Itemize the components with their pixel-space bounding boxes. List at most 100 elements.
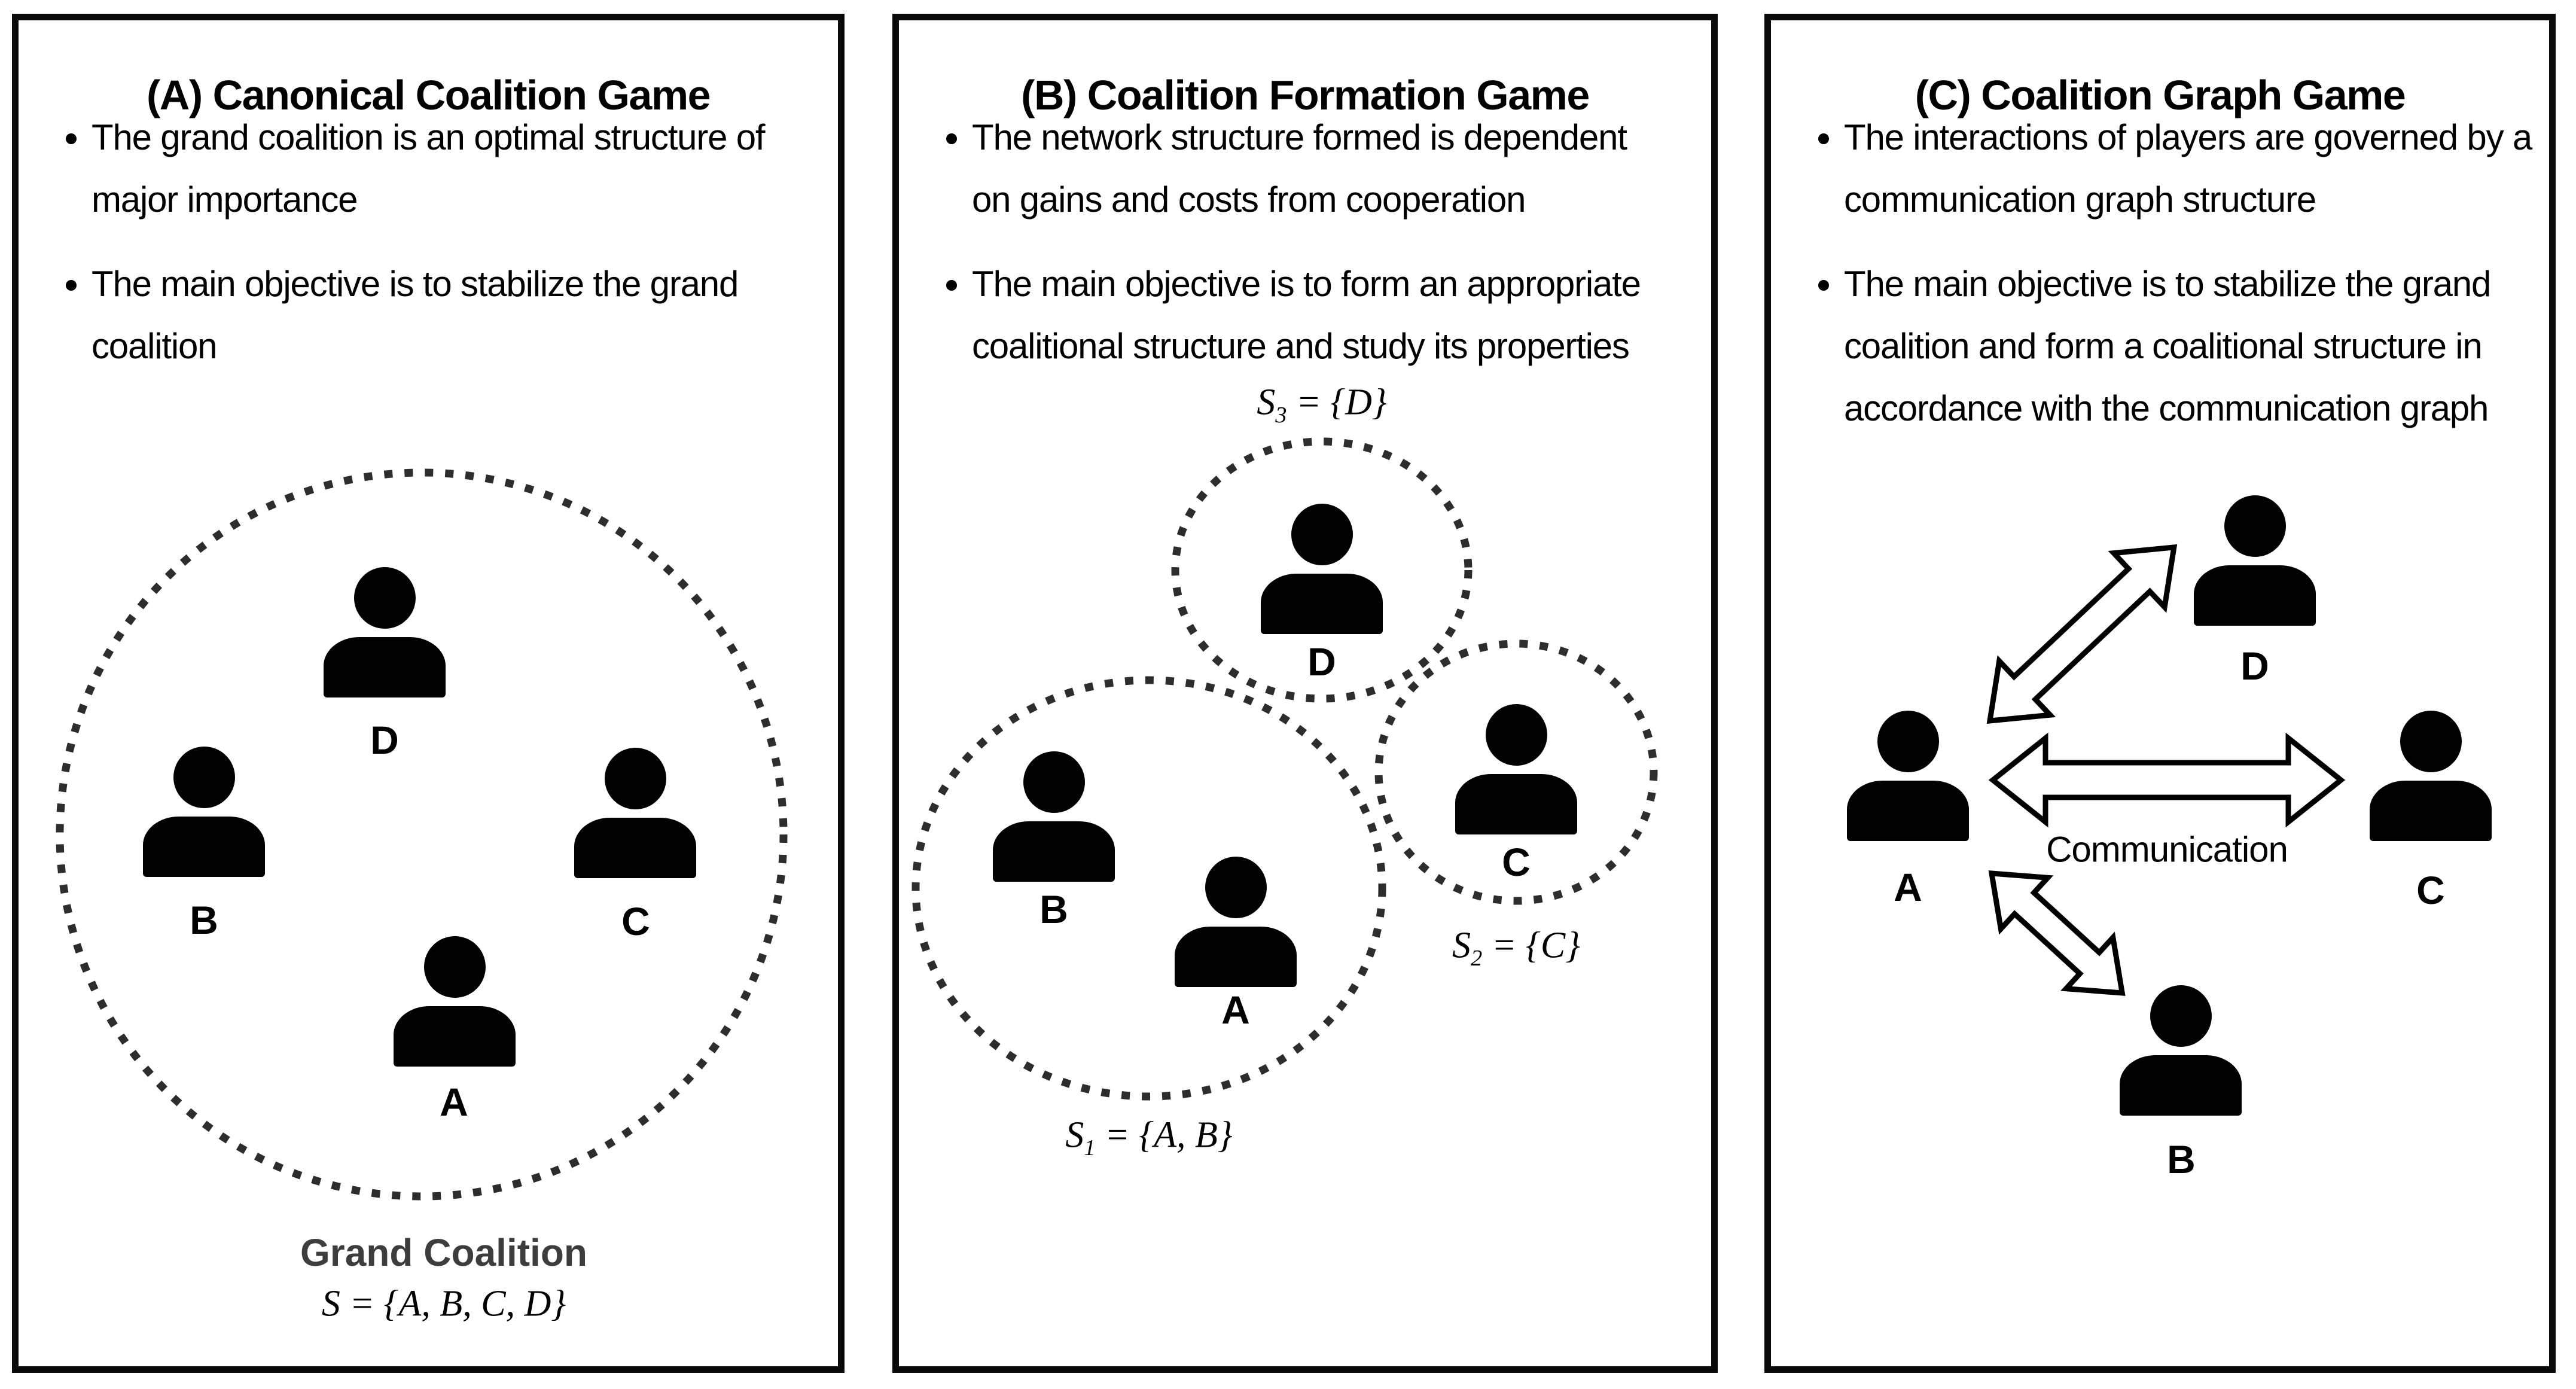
person-head (173, 747, 235, 808)
set-symbol: S (1065, 1114, 1084, 1156)
person-icon (2120, 985, 2242, 1116)
bullet-text-line: The main objective is to stabilize the g… (92, 264, 739, 304)
coalition-dotted-circles (911, 437, 1658, 1101)
grand-coalition-dotted-circle (56, 468, 788, 1201)
coalition-s2-circle (1374, 639, 1658, 905)
grand-coalition-caption: Grand Coalition (300, 1231, 587, 1274)
communication-graph-arrows (1986, 544, 2346, 996)
set-members: = {A, B} (1095, 1114, 1233, 1156)
coalition-s1-formula: S1 = {A, B} (1065, 1114, 1233, 1160)
double-arrow-a-d-icon (1986, 544, 2178, 724)
communication-arrow-label: Communication (2046, 829, 2288, 870)
bullet-text-line: on gains and costs from cooperation (972, 179, 1526, 220)
person-icon (1455, 704, 1577, 834)
person-torso (2370, 781, 2492, 841)
panel-b-bullet-list: The network structure formed is dependen… (928, 106, 1641, 377)
person-head (1291, 504, 1353, 565)
person-torso (1455, 774, 1577, 834)
person-torso (394, 1006, 516, 1067)
bullet-item: The main objective is to form an appropr… (972, 253, 1641, 377)
player-label-c: C (1502, 840, 1531, 884)
person-torso (2194, 565, 2316, 626)
panel-coalition-formation-game: (B) Coalition Formation Game The network… (892, 14, 1718, 1373)
bullet-item: The grand coalition is an optimal struct… (92, 106, 766, 231)
double-arrow-a-c-icon (1988, 732, 2346, 828)
person-head (2150, 985, 2212, 1047)
person-icon (2194, 495, 2316, 626)
player-label-c: C (2416, 868, 2445, 912)
bullet-item: The main objective is to stabilize the g… (1844, 253, 2532, 440)
set-symbol: S (1257, 382, 1276, 423)
person-icon (574, 748, 696, 878)
set-subscript: 1 (1084, 1135, 1096, 1160)
bullet-item: The interactions of players are governed… (1844, 106, 2532, 231)
player-label-b: B (1039, 887, 1068, 931)
player-label-a: A (1894, 865, 1922, 909)
bullet-text-line: The grand coalition is an optimal struct… (92, 117, 766, 157)
coalition-s3-formula: S3 = {D} (1257, 382, 1387, 427)
person-icon (143, 747, 265, 877)
set-members: = {A, B, C, D} (340, 1283, 566, 1324)
set-symbol: S (1452, 925, 1471, 966)
person-icon (1847, 711, 1969, 841)
player-label-a: A (440, 1080, 468, 1124)
grand-coalition-set-formula: S = {A, B, C, D} (322, 1283, 566, 1326)
person-icon (993, 751, 1115, 882)
bullet-text-line: major importance (92, 179, 358, 220)
bullet-text-line: The interactions of players are governed… (1844, 117, 2532, 157)
person-head (2400, 711, 2462, 772)
panel-c-title: (C) Coalition Graph Game (1915, 72, 2406, 119)
player-label-b: B (2167, 1137, 2196, 1181)
coalition-s2-formula: S2 = {C} (1452, 925, 1580, 970)
panel-a-title: (A) Canonical Coalition Game (147, 72, 711, 119)
person-torso (574, 818, 696, 878)
set-subscript: 2 (1471, 945, 1483, 971)
bullet-text-line: coalition and form a coalitional structu… (1844, 326, 2483, 366)
person-torso (1175, 927, 1297, 987)
set-subscript: 3 (1275, 402, 1287, 428)
panel-b-title: (B) Coalition Formation Game (1021, 72, 1590, 119)
player-label-b: B (190, 898, 218, 942)
panel-canonical-coalition-game: (A) Canonical Coalition Game The grand c… (12, 14, 845, 1373)
person-icon (324, 567, 446, 697)
bullet-text-line: coalitional structure and study its prop… (972, 326, 1630, 366)
bullet-text-line: The network structure formed is dependen… (972, 117, 1627, 157)
panel-c-bullet-list: The interactions of players are governed… (1800, 106, 2532, 440)
panel-a-bullet-list: The grand coalition is an optimal struct… (48, 106, 766, 377)
person-head (604, 748, 666, 809)
player-label-d: D (2240, 644, 2269, 688)
person-head (1023, 751, 1085, 813)
double-arrow-a-b-icon (1988, 870, 2126, 996)
coalition-s3-circle (1171, 437, 1473, 703)
bullet-text-line: accordance with the communication graph (1844, 388, 2489, 428)
bullet-text-line: coalition (92, 326, 218, 366)
player-label-c: C (621, 899, 650, 943)
person-head (1485, 704, 1547, 766)
person-head (423, 936, 486, 998)
player-label-d: D (370, 718, 399, 762)
bullet-text-line: The main objective is to form an appropr… (972, 264, 1641, 304)
person-head (353, 567, 416, 629)
bullet-text-line: communication graph structure (1844, 179, 2316, 220)
coalition-s1-circle (911, 676, 1386, 1101)
person-icon (2370, 711, 2492, 841)
bullet-item: The main objective is to stabilize the g… (92, 253, 764, 377)
person-torso (2120, 1055, 2242, 1116)
player-label-d: D (1307, 639, 1336, 684)
person-torso (143, 817, 265, 877)
set-members: = {C} (1482, 925, 1580, 966)
panel-coalition-graph-game: (C) Coalition Graph Game The interaction… (1764, 14, 2556, 1373)
person-torso (324, 637, 446, 697)
person-head (2224, 495, 2286, 557)
player-label-a: A (1221, 988, 1250, 1032)
person-icon (394, 936, 516, 1067)
person-icon (1175, 857, 1297, 987)
set-symbol: S (321, 1283, 340, 1324)
bullet-text-line: The main objective is to stabilize the g… (1844, 264, 2491, 304)
person-torso (1847, 781, 1969, 841)
bullet-item: The network structure formed is dependen… (972, 106, 1641, 231)
set-members: = {D} (1287, 382, 1387, 423)
person-torso (993, 821, 1115, 882)
person-torso (1261, 574, 1383, 634)
